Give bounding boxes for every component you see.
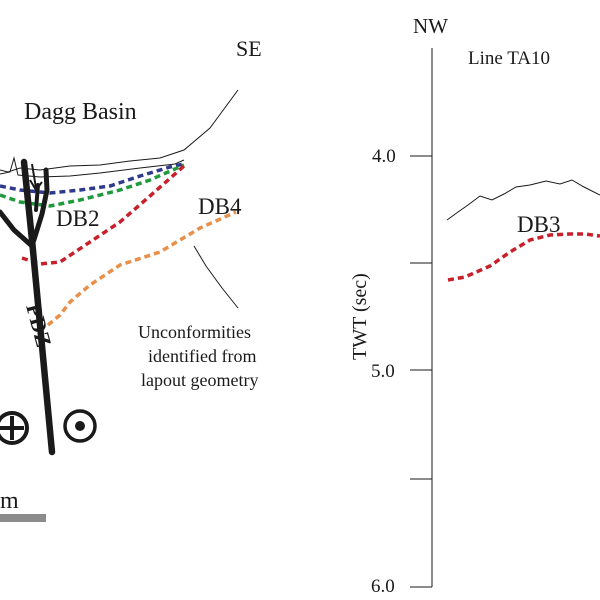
unconformity-orange-db4 [46, 210, 237, 327]
unconformity-red-db3 [447, 232, 600, 282]
dotted-circle-icon [63, 409, 97, 443]
annotation-leader-line [193, 245, 239, 309]
scale-bar-unit-label: m [0, 488, 19, 514]
unconformity-red-db2 [21, 164, 186, 266]
tick-label-5-0: 5.0 [371, 361, 395, 382]
crossed-circle-icon [0, 411, 29, 445]
line-ta10-seafloor [446, 179, 600, 221]
twt-axis-label: TWT (sec) [349, 273, 371, 360]
left-panel: SE Dagg Basin DB2 DB4 PDZ Unconformities… [0, 36, 262, 522]
down-arrow-icon [29, 163, 43, 192]
fault-splay-right [29, 167, 50, 249]
twt-axis-ticks [410, 155, 432, 588]
direction-se-label: SE [236, 36, 262, 61]
unconformity-label-db2: DB2 [56, 206, 99, 231]
seafloor-outline-lower [0, 156, 185, 178]
basin-name-label: Dagg Basin [24, 99, 137, 125]
annotation-line-3: lapout geometry [141, 370, 258, 390]
annotation-line-1: Unconformities [138, 322, 251, 342]
fault-zone-label: PDZ [21, 301, 57, 350]
scale-bar [0, 514, 46, 522]
unconformity-green [0, 163, 185, 208]
line-name-label: Line TA10 [468, 48, 550, 69]
direction-nw-label: NW [413, 14, 448, 38]
seafloor-outline [0, 89, 239, 173]
annotation-line-2: identified from [148, 346, 256, 366]
tick-label-6-0: 6.0 [371, 576, 395, 597]
right-panel: NW Line TA10 4.0 5.0 6.0 TWT (sec) DB3 [349, 14, 600, 597]
unconformity-label-db4: DB4 [198, 194, 242, 219]
tick-label-4-0: 4.0 [372, 146, 396, 167]
unconformity-label-db3: DB3 [517, 212, 560, 237]
fault-splay-left [0, 209, 35, 249]
